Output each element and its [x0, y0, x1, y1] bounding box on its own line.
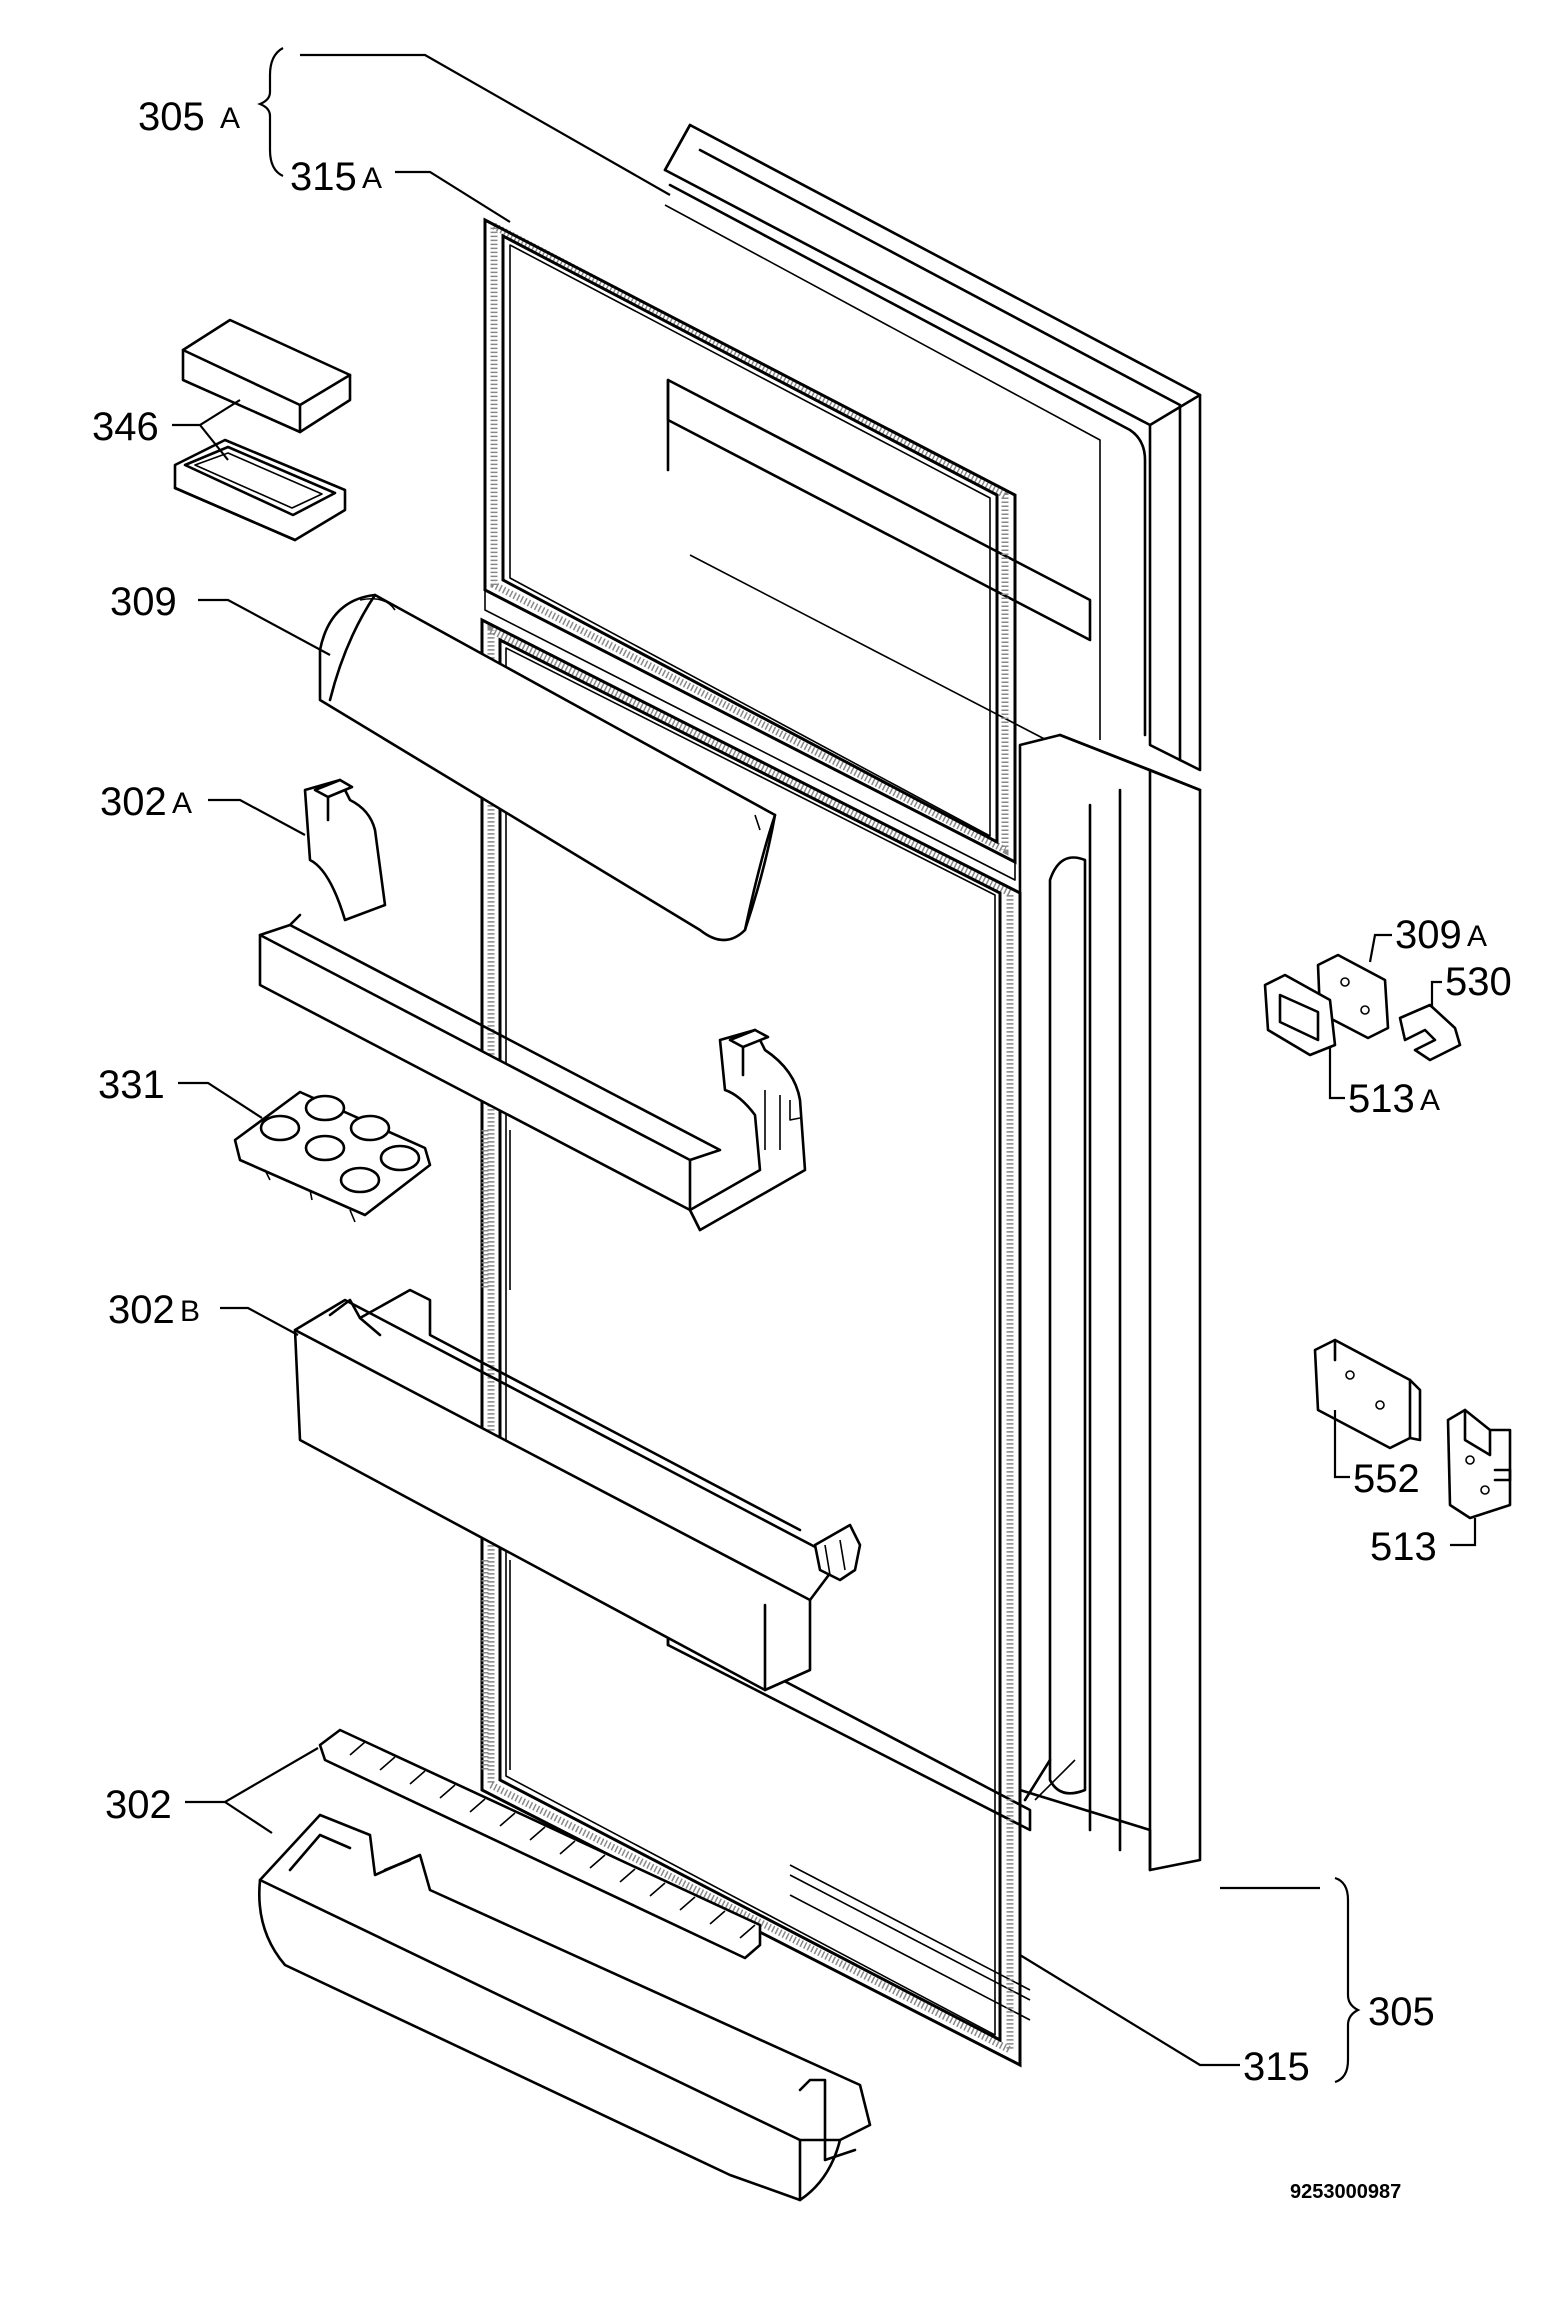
- label-513: 513: [1370, 1525, 1437, 1569]
- freezer-gasket-315A: [483, 217, 1017, 881]
- part-530-clip: [1398, 1003, 1462, 1062]
- part-302A-shelf: [258, 778, 807, 1232]
- part-309-flap: [318, 593, 777, 942]
- label-552: 552: [1353, 1457, 1420, 1501]
- part-552-plate: [1313, 1338, 1422, 1450]
- label-305A-num: 305: [138, 95, 205, 139]
- label-346: 346: [92, 405, 159, 449]
- label-309A-suffix: A: [1467, 920, 1487, 953]
- fridge-gasket-315: [480, 617, 1022, 2068]
- part-331-egg-tray: [233, 1090, 432, 1223]
- fridge-door-305: [666, 733, 1202, 2021]
- label-315: 315: [1243, 2045, 1310, 2089]
- label-302B-suffix: B: [180, 1295, 200, 1328]
- label-302A-suffix: A: [172, 787, 192, 820]
- leader-lines: [172, 47, 1477, 2084]
- part-346-box-and-tray: [173, 318, 352, 542]
- part-labels: 305 A 315 A 346 309 302 A 331 302 B 302 …: [92, 95, 1512, 2203]
- label-302A-num: 302: [100, 780, 167, 824]
- document-number: 9253000987: [1290, 2181, 1401, 2203]
- part-302-bin: [258, 1728, 872, 2202]
- label-302: 302: [105, 1783, 172, 1827]
- part-513A-cover: [1263, 973, 1337, 1057]
- label-513A-suffix: A: [1420, 1084, 1440, 1117]
- label-305: 305: [1368, 1990, 1435, 2034]
- label-331: 331: [98, 1063, 165, 1107]
- label-315A-suffix: A: [362, 162, 382, 195]
- label-309: 309: [110, 580, 177, 624]
- label-315A-num: 315: [290, 155, 357, 199]
- part-302B-shelf: [293, 1288, 862, 1692]
- label-513A-num: 513: [1348, 1077, 1415, 1121]
- label-305A-suffix: A: [220, 102, 240, 135]
- freezer-door-305A: [663, 123, 1202, 772]
- label-309A-num: 309: [1395, 913, 1462, 957]
- part-513-hinge: [1446, 1408, 1512, 1520]
- label-302B-num: 302: [108, 1288, 175, 1332]
- label-530: 530: [1445, 960, 1512, 1004]
